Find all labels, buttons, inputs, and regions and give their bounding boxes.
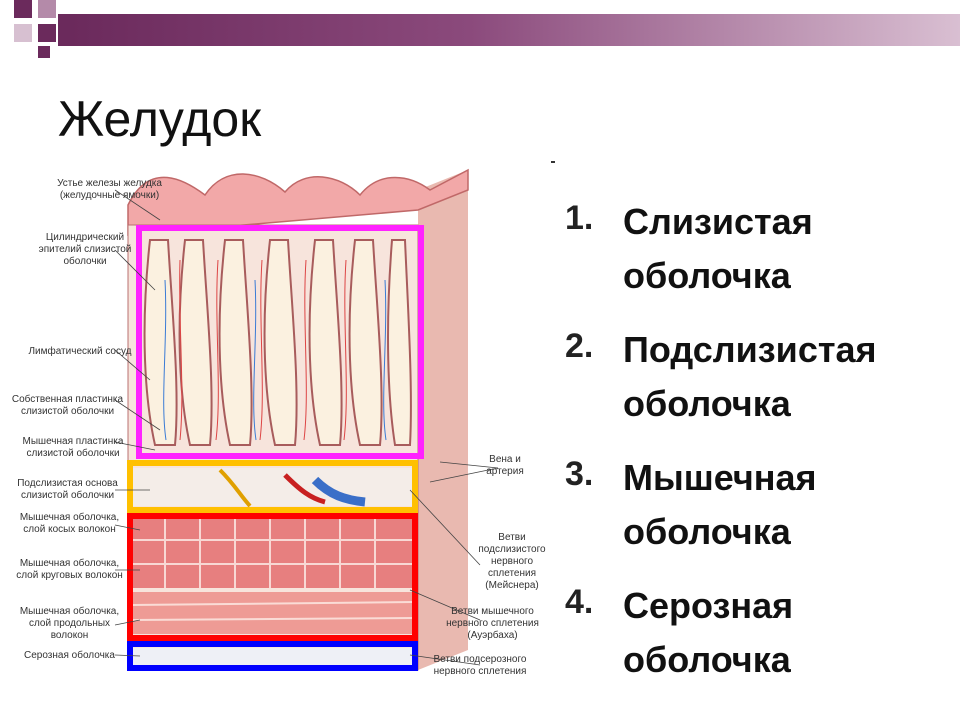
decor-square xyxy=(14,24,32,42)
block-side-face xyxy=(418,170,468,670)
list-text: Мышечная оболочка xyxy=(623,451,817,559)
decor-square xyxy=(38,24,56,42)
label-lamina-propria: Собственная пластинка слизистой оболочки xyxy=(11,394,124,417)
vein xyxy=(311,476,366,507)
stomach-wall-illustration xyxy=(114,168,499,671)
label-circular-muscle: Мышечная оболочка, слой круговых волокон xyxy=(16,558,123,581)
list-item: 2. Подслизистая оболочка xyxy=(565,323,945,431)
label-serosa: Серозная оболочка xyxy=(24,650,115,661)
list-text: Слизистая оболочка xyxy=(623,195,813,303)
list-item: 3. Мышечная оболочка xyxy=(565,451,945,559)
circular-muscle-layer xyxy=(132,518,414,588)
label-auerbach-plexus: Ветви мышечного нервного сплетения (Ауэр… xyxy=(446,606,539,641)
label-lymphatic-vessel: Лимфатический сосуд xyxy=(28,346,132,357)
label-submucosa: Подслизистая основа слизистой оболочки xyxy=(17,478,118,501)
stomach-wall-diagram: Устье железы желудка (желудочные ямочки)… xyxy=(0,150,550,690)
list-text-line: оболочка xyxy=(623,383,791,424)
list-text-line: Мышечная xyxy=(623,457,817,498)
venules xyxy=(163,279,387,441)
label-vein-artery: Вена и артерия xyxy=(486,454,524,477)
list-number: 4. xyxy=(565,583,594,621)
header-decoration xyxy=(0,0,960,60)
list-number: 2. xyxy=(565,327,594,365)
serosa-layer xyxy=(132,648,414,666)
decor-square xyxy=(38,0,56,18)
list-text-line: Подслизистая xyxy=(623,329,877,370)
list-text: Серозная оболочка xyxy=(623,579,793,687)
list-number: 3. xyxy=(565,455,594,493)
list-number: 1. xyxy=(565,199,594,237)
muscularis-highlight-box xyxy=(127,513,418,641)
stray-mark xyxy=(551,161,555,163)
label-gland-openings: Устье железы желудка (желудочные ямочки) xyxy=(57,178,162,201)
list-text-line: Слизистая xyxy=(623,201,813,242)
label-longitudinal-muscle: Мышечная оболочка, слой продольных волок… xyxy=(19,606,120,641)
decor-square xyxy=(14,0,32,18)
longitudinal-fiber-lines xyxy=(131,601,415,621)
list-text-line: оболочка xyxy=(623,511,791,552)
muscle-fiber-lines xyxy=(132,518,414,588)
decor-square xyxy=(38,46,50,58)
list-text: Подслизистая оболочка xyxy=(623,323,877,431)
list-text-line: оболочка xyxy=(623,255,791,296)
capillaries xyxy=(179,259,347,441)
label-columnar-epithelium: Цилиндрический эпителий слизистой оболоч… xyxy=(38,232,132,267)
label-meissner-plexus: Ветви подслизистого нервного сплетения (… xyxy=(478,532,546,591)
submucosa-layer xyxy=(132,468,414,506)
list-item: 4. Серозная оболочка xyxy=(565,579,945,687)
decor-square xyxy=(58,14,70,46)
submucosa-highlight-box xyxy=(127,460,418,513)
artery xyxy=(283,473,326,505)
mucosa-folds xyxy=(127,168,469,236)
slide-title: Желудок xyxy=(58,91,262,147)
nerve-branch xyxy=(218,468,252,508)
label-oblique-muscle: Мышечная оболочка, слой косых волокон xyxy=(19,512,120,535)
list-text-line: оболочка xyxy=(623,639,791,680)
label-subserosal-plexus: Ветви подсерозного нервного сплетения xyxy=(433,654,527,677)
leader-lines xyxy=(114,189,499,666)
gastric-glands xyxy=(143,239,412,446)
header-gradient-band xyxy=(70,14,960,46)
mucosa-highlight-box xyxy=(136,225,424,459)
layer-list: 1. Слизистая оболочка 2. Подслизистая об… xyxy=(565,195,945,707)
longitudinal-muscle-layer xyxy=(132,592,414,634)
list-text-line: Серозная xyxy=(623,585,794,626)
label-muscularis-mucosae: Мышечная пластинка слизистой оболочки xyxy=(22,436,124,459)
list-item: 1. Слизистая оболочка xyxy=(565,195,945,303)
